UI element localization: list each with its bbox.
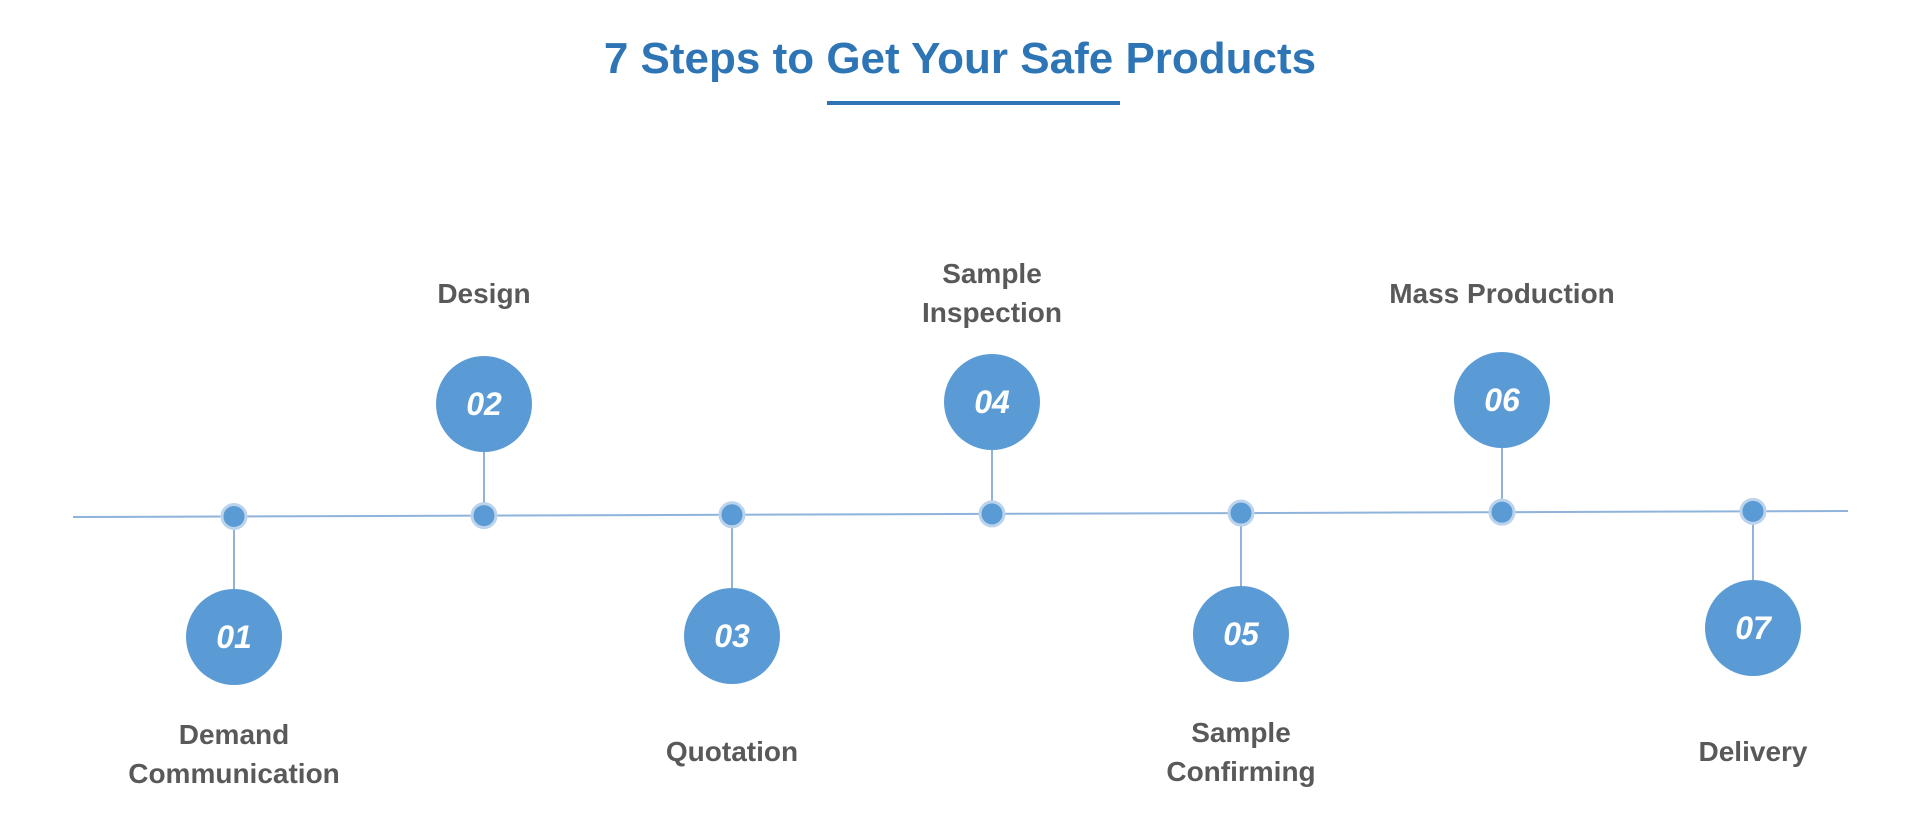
step-node-4 — [978, 500, 1006, 528]
step-node-5 — [1227, 499, 1255, 527]
timeline-axis — [72, 510, 1849, 518]
step-circle-6 — [1454, 352, 1550, 448]
step-circle-1 — [186, 589, 282, 685]
step-label-2: Design — [437, 278, 531, 309]
step-node-6 — [1488, 498, 1516, 526]
step-number-1: 01 — [216, 619, 252, 655]
step-circle-5 — [1193, 586, 1289, 682]
step-node-3 — [718, 501, 746, 529]
step-label-7: Delivery — [1698, 736, 1808, 767]
step-number-7: 07 — [1735, 610, 1771, 646]
step-node-7 — [1739, 497, 1767, 525]
step-node-1 — [220, 502, 248, 530]
step-number-5: 05 — [1223, 616, 1259, 652]
step-number-4: 04 — [974, 384, 1010, 420]
step-circle-4 — [944, 354, 1040, 450]
step-label-4: Sample Inspection — [921, 258, 1062, 328]
step-circle-7 — [1705, 580, 1801, 676]
step-node-2 — [470, 502, 498, 530]
step-label-5: Sample Confirming — [1166, 717, 1316, 787]
title-underline — [827, 101, 1120, 105]
step-number-2: 02 — [466, 386, 502, 422]
step-circle-3 — [684, 588, 780, 684]
step-label-3: Quotation — [665, 736, 799, 767]
step-circle-2 — [436, 356, 532, 452]
step-number-6: 06 — [1484, 382, 1520, 418]
step-number-3: 03 — [714, 618, 750, 654]
step-label-1: Demand Communication — [128, 719, 340, 789]
page-title: 7 Steps to Get Your Safe Products — [603, 34, 1317, 83]
step-label-6: Mass Production — [1389, 278, 1615, 309]
